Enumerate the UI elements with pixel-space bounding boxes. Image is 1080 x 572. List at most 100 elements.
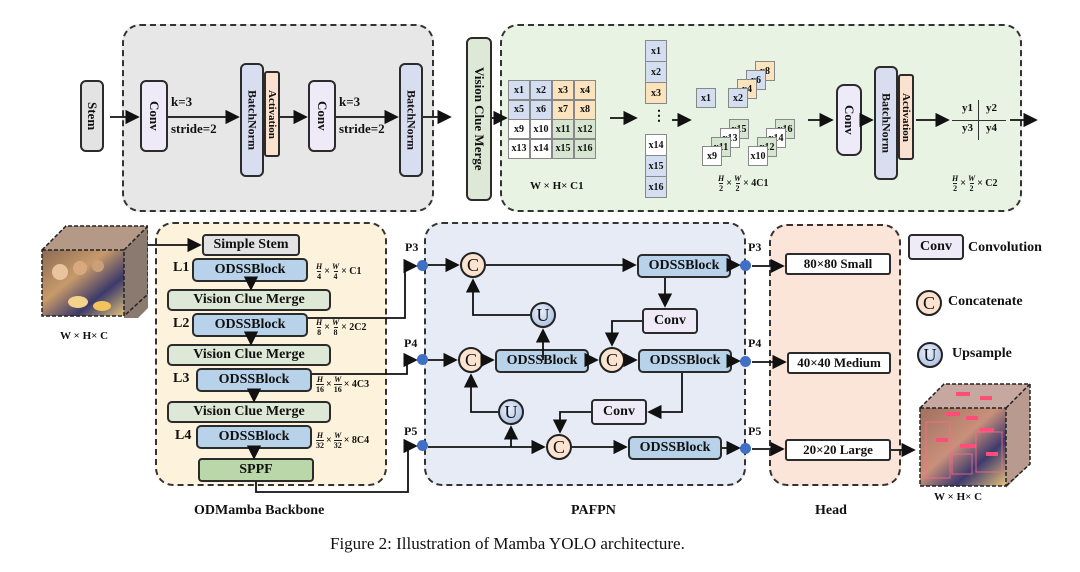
pafpn-input-p3-label: P3 — [405, 240, 419, 254]
conv-block-1: Conv — [140, 80, 168, 152]
column-cell-x1: x1 — [645, 40, 667, 62]
pafpn-input-p4-label: P4 — [404, 336, 418, 350]
column-cell-x16: x16 — [645, 176, 667, 198]
pafpn-odssblock-p3-out: ODSSBlock — [637, 254, 731, 278]
vcm-activation-block: Activation — [898, 74, 914, 160]
pafpn-output-p3-node — [740, 260, 751, 271]
pafpn-odssblock-p4-out: ODSSBlock — [638, 349, 732, 373]
stack-cell-x2: x2 — [728, 88, 748, 108]
conv2-kernel-label: k=3 — [339, 94, 361, 109]
concat-node-p4: C — [458, 347, 484, 373]
backbone-odssblock-l1: ODSSBlock — [192, 258, 308, 282]
concat-node-p3: C — [460, 252, 486, 278]
output-y3: y3 — [962, 122, 973, 134]
grid-cell-x10: x10 — [530, 119, 552, 139]
output-detection-image-cube — [916, 382, 1032, 488]
stack-cell-x1: x1 — [696, 88, 716, 108]
grid-cell-x1: x1 — [508, 80, 530, 100]
output-quadrant: y1 y2 y3 y4 — [952, 100, 1006, 140]
pafpn-title: PAFPN — [571, 503, 616, 518]
pafpn-input-p5-node — [417, 440, 428, 451]
legend-concat-icon: C — [916, 290, 942, 316]
pafpn-input-p4-node — [417, 354, 428, 365]
stack-cell-x10: x10 — [748, 146, 768, 166]
grid-cell-x2: x2 — [530, 80, 552, 100]
conv1-kernel-label: k=3 — [171, 94, 193, 109]
batchnorm-block-1: BatchNorm — [240, 63, 264, 177]
upsample-node-2: U — [498, 399, 524, 425]
grid-cell-x4: x4 — [574, 80, 596, 100]
grid-cell-x11: x11 — [552, 119, 574, 139]
grid-cell-x16: x16 — [574, 138, 596, 159]
backbone-odssblock-l4: ODSSBlock — [196, 425, 312, 449]
vcm-conv-block: Conv — [836, 84, 862, 156]
head-output-small: 80×80 Small — [785, 253, 891, 275]
column-ellipsis: ⋮ — [652, 109, 666, 124]
backbone-vision-clue-merge-3: Vision Clue Merge — [167, 401, 331, 423]
level-label-l4: L4 — [175, 428, 192, 443]
legend-upsample-icon: U — [917, 342, 943, 368]
pafpn-odssblock-p4-mid: ODSSBlock — [495, 349, 589, 373]
conv2-stride-label: stride=2 — [339, 121, 385, 136]
grid-cell-x6: x6 — [530, 99, 552, 120]
input-image-cube — [38, 222, 149, 332]
pafpn-output-p3-label: P3 — [748, 240, 762, 254]
patch-stacks: x1x8x6x4x2x15x13x11x9x16x14x12x10 — [690, 48, 830, 168]
column-cell-x15: x15 — [645, 155, 667, 177]
column-cell-x14: x14 — [645, 134, 667, 156]
concat-node-mid: C — [599, 347, 625, 373]
vcm-batchnorm-block: BatchNorm — [874, 66, 898, 180]
legend-concat-label: Concatenate — [948, 294, 1023, 309]
output-y4: y4 — [986, 122, 997, 134]
legend-conv-box: Conv — [908, 234, 964, 260]
figure-caption: Figure 2: Illustration of Mamba YOLO arc… — [330, 534, 685, 553]
backbone-vision-clue-merge-2: Vision Clue Merge — [167, 344, 331, 366]
pafpn-output-p5-node — [740, 443, 751, 454]
grid-cell-x15: x15 — [552, 138, 574, 159]
conv-block-2: Conv — [308, 80, 336, 152]
backbone-odssblock-l3: ODSSBlock — [196, 368, 312, 392]
grid-cell-x12: x12 — [574, 119, 596, 139]
pafpn-output-p4-label: P4 — [748, 336, 762, 350]
vision-clue-merge-block: Vision Clue Merge — [466, 37, 492, 201]
level-label-l1: L1 — [173, 260, 190, 275]
pafpn-output-p4-node — [740, 356, 751, 367]
pafpn-odssblock-p5-out: ODSSBlock — [628, 436, 722, 460]
concat-node-p5: C — [546, 434, 572, 460]
grid-cell-x9: x9 — [508, 119, 530, 139]
head-title: Head — [815, 503, 847, 518]
output-y2: y2 — [986, 102, 997, 114]
grid-cell-x13: x13 — [508, 138, 530, 159]
simple-stem-block: Simple Stem — [202, 234, 300, 256]
column-cell-x3: x3 — [645, 82, 667, 104]
grid-dimension-label: W × H× C1 — [530, 180, 584, 192]
column-cell-x2: x2 — [645, 61, 667, 83]
conv1-stride-label: stride=2 — [171, 121, 217, 136]
pafpn-output-p5-label: P5 — [748, 424, 762, 438]
input-dimension-label: W × H× C — [60, 330, 109, 342]
pafpn-input-p3-node — [417, 260, 428, 271]
grid-cell-x7: x7 — [552, 99, 574, 120]
output-y1: y1 — [962, 102, 973, 114]
grid-cell-x8: x8 — [574, 99, 596, 120]
grid-cell-x5: x5 — [508, 99, 530, 120]
pafpn-input-p5-label: P5 — [404, 424, 418, 438]
pafpn-conv-1: Conv — [642, 308, 698, 334]
activation-block-1: Activation — [264, 71, 280, 157]
level-label-l3: L3 — [173, 371, 190, 386]
batchnorm-block-2: BatchNorm — [399, 63, 423, 177]
output-dimension-label: W × H× C — [934, 491, 983, 503]
legend-upsample-label: Upsample — [952, 346, 1012, 361]
backbone-vision-clue-merge-1: Vision Clue Merge — [167, 289, 331, 311]
backbone-odssblock-l2: ODSSBlock — [192, 313, 308, 337]
upsample-node-1: U — [530, 302, 556, 328]
grid-cell-x14: x14 — [530, 138, 552, 159]
